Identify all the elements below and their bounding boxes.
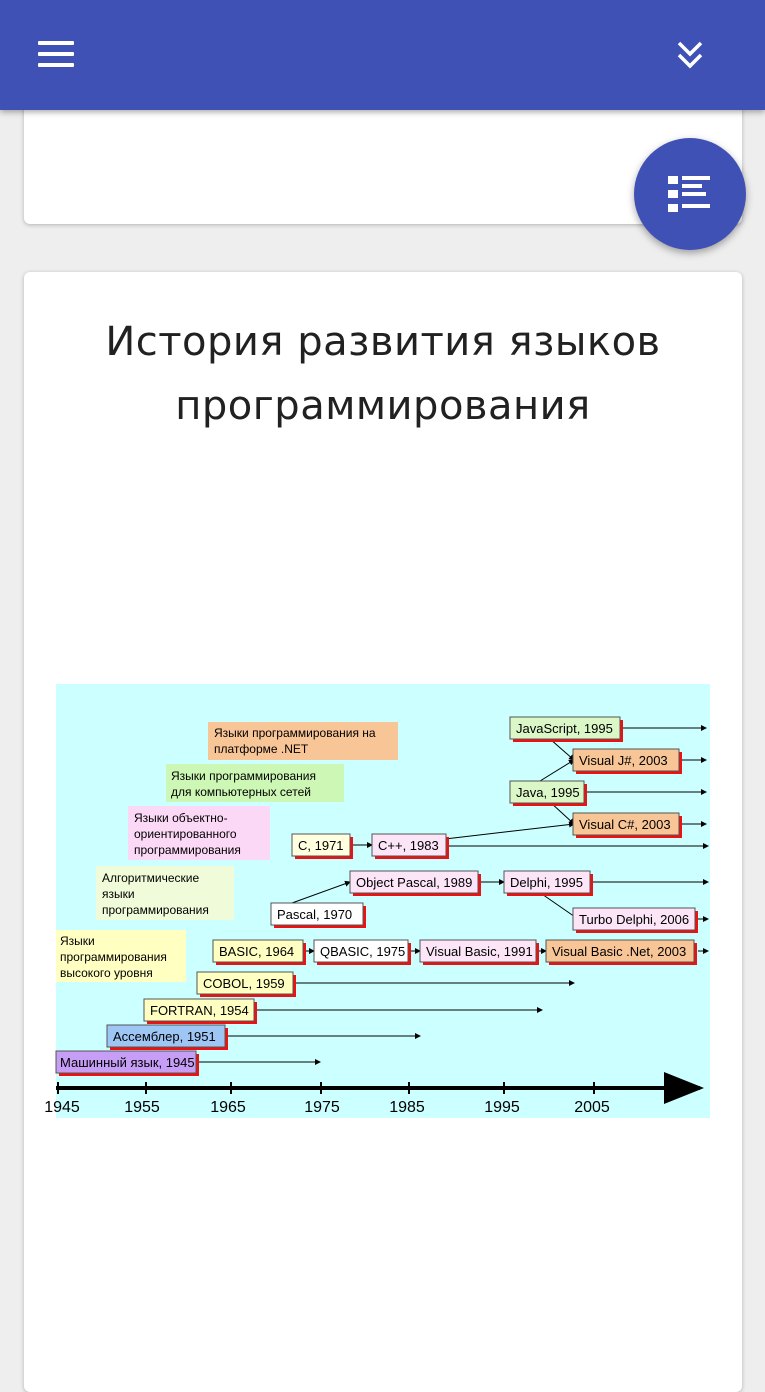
category-high-level-line2: программирования xyxy=(60,950,167,964)
category-high-level-line1: Языки xyxy=(60,934,95,948)
category-dotnet-line1: Языки программирования на xyxy=(214,726,376,740)
app-bar xyxy=(0,0,765,110)
year-2005: 2005 xyxy=(574,1099,610,1116)
category-high-level-line3: высокого уровня xyxy=(60,966,153,980)
lang-basic: BASIC, 1964 xyxy=(219,944,294,959)
lang-fortran: FORTRAN, 1954 xyxy=(150,1003,249,1018)
category-network-line1: Языки программирования xyxy=(171,769,316,783)
lang-object-pascal: Object Pascal, 1989 xyxy=(356,875,472,890)
lang-java: Java, 1995 xyxy=(516,785,580,800)
lang-delphi: Delphi, 1995 xyxy=(510,875,583,890)
year-1995: 1995 xyxy=(484,1099,520,1116)
lang-cobol: COBOL, 1959 xyxy=(203,976,285,991)
lang-visual-basic: Visual Basic, 1991 xyxy=(426,944,533,959)
category-dotnet-line2: платформе .NET xyxy=(214,742,309,756)
category-network-line2: для компьютерных сетей xyxy=(171,785,311,799)
year-1965: 1965 xyxy=(210,1099,246,1116)
programming-languages-history-diagram: Языки программирования на платформе .NET… xyxy=(44,684,710,1118)
lang-pascal: Pascal, 1970 xyxy=(277,907,352,922)
lang-visual-csharp: Visual C#, 2003 xyxy=(579,817,671,832)
year-1955: 1955 xyxy=(124,1099,160,1116)
lang-visual-basic-net: Visual Basic .Net, 2003 xyxy=(552,944,686,959)
lang-javascript: JavaScript, 1995 xyxy=(516,721,613,736)
lang-c: C, 1971 xyxy=(298,838,344,853)
category-oop-line3: программирования xyxy=(134,843,241,857)
article-title-line2: программирования xyxy=(175,383,591,429)
year-1985: 1985 xyxy=(389,1099,425,1116)
lang-cpp: C++, 1983 xyxy=(378,838,439,853)
table-of-contents-icon xyxy=(668,176,710,212)
lang-qbasic: QBASIC, 1975 xyxy=(320,944,405,959)
article-title: История развития языков программирования xyxy=(24,310,742,438)
article-card: История развития языков программирования… xyxy=(24,272,742,1392)
lang-machine-code: Машинный язык, 1945 xyxy=(60,1055,195,1070)
category-algorithmic-line3: программирования xyxy=(102,903,209,917)
category-algorithmic-line2: языки xyxy=(102,887,135,901)
category-algorithmic-line1: Алгоритмические xyxy=(102,871,199,885)
table-of-contents-button[interactable] xyxy=(634,138,746,250)
hamburger-menu-icon[interactable] xyxy=(30,33,82,75)
lang-turbo-delphi: Turbo Delphi, 2006 xyxy=(579,912,689,927)
lang-visual-jsharp: Visual J#, 2003 xyxy=(579,753,668,768)
year-1945: 1945 xyxy=(44,1099,80,1116)
year-1975: 1975 xyxy=(304,1099,340,1116)
article-title-line1: История развития языков xyxy=(105,319,661,365)
double-chevron-down-icon[interactable] xyxy=(668,34,712,78)
category-oop-line1: Языки объектно- xyxy=(134,811,228,825)
category-oop-line2: ориентированного xyxy=(134,827,237,841)
lang-assembler: Ассемблер, 1951 xyxy=(113,1029,216,1044)
